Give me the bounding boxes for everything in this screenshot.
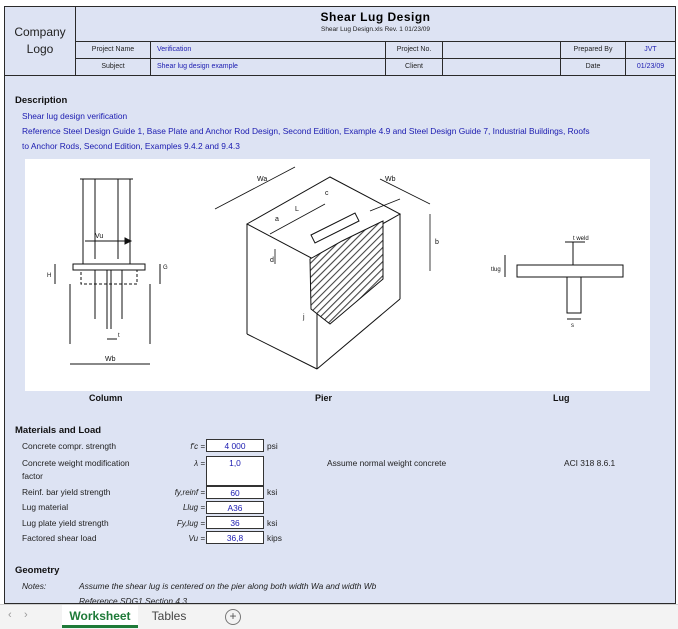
unit-ksi-2: ksi	[267, 518, 278, 528]
description-line1: Shear lug design verification	[22, 111, 128, 121]
lug-view	[504, 241, 624, 320]
unit-psi: psi	[267, 441, 278, 451]
date-label: Date	[561, 59, 626, 75]
materials-heading: Materials and Load	[15, 425, 102, 436]
label-a: a	[275, 216, 279, 223]
label-wa: Wa	[257, 176, 267, 183]
symbol-vu: Vu =	[188, 534, 205, 543]
date-value[interactable]: 01/23/09	[636, 63, 665, 70]
sheet-title: Shear Lug Design	[320, 10, 431, 24]
sheet-tab-bar: ‹ › Worksheet Tables +	[0, 604, 678, 629]
title-cell: Shear Lug Design Shear Lug Design.xls Re…	[76, 7, 675, 42]
header-block: Company Logo Shear Lug Design Shear Lug …	[5, 7, 675, 76]
worksheet-page: Company Logo Shear Lug Design Shear Lug …	[4, 6, 676, 604]
subject-label: Subject	[76, 59, 151, 75]
company-logo: Company Logo	[5, 7, 76, 75]
geometry-note2: Reference SDG1 Section 4.3	[79, 596, 188, 604]
input-lug-material[interactable]: A36	[206, 501, 264, 514]
label-tweld: t weld	[573, 236, 589, 242]
symbol-fy-lug: Fy,lug =	[176, 519, 205, 528]
shear-lug-figure: Vu Wb H G t	[25, 159, 650, 391]
column-view	[54, 178, 161, 365]
input-factored-shear[interactable]: 36,8	[206, 531, 264, 544]
label-weight-factor: Concrete weight modification	[22, 458, 130, 468]
shear-lug-drawing: Vu Wb H G t	[47, 166, 624, 370]
symbol-fc: f'c =	[190, 442, 205, 451]
unit-ksi-1: ksi	[267, 487, 278, 497]
label-j: j	[302, 314, 305, 321]
sheet-subtitle: Shear Lug Design.xls Rev. 1 01/23/09	[320, 26, 430, 33]
label-wb-col: Wb	[105, 356, 116, 363]
add-sheet-icon[interactable]: +	[225, 609, 241, 625]
label-reinf-yield: Reinf. bar yield strength	[22, 487, 111, 497]
input-weight-factor[interactable]: 1,0	[206, 456, 264, 486]
project-no-label: Project No.	[386, 42, 443, 58]
description-line2: Reference Steel Design Guide 1, Base Pla…	[22, 126, 590, 136]
label-c: c	[325, 190, 329, 197]
label-h: H	[47, 273, 51, 279]
project-no-value[interactable]	[443, 42, 561, 58]
symbol-lambda: λ =	[194, 459, 205, 468]
caption-column: Column	[89, 393, 123, 403]
note-normal-weight: Assume normal weight concrete	[327, 458, 447, 468]
description-heading: Description	[15, 95, 68, 106]
pier-dims	[214, 166, 431, 271]
input-lug-yield[interactable]: 36	[206, 516, 264, 529]
caption-pier: Pier	[315, 393, 333, 403]
ref-aci: ACI 318 8.6.1	[564, 458, 616, 468]
description-line3: to Anchor Rods, Second Edition, Examples…	[22, 141, 240, 151]
caption-lug: Lug	[553, 393, 570, 403]
label-s: s	[571, 323, 574, 329]
tab-worksheet[interactable]: Worksheet	[62, 605, 138, 628]
project-name-label: Project Name	[76, 42, 151, 58]
label-concrete-strength: Concrete compr. strength	[22, 441, 117, 451]
project-name-value[interactable]: Verification	[151, 42, 386, 58]
shear-lug-hatch	[309, 220, 384, 325]
logo-line1: Company	[14, 25, 66, 39]
label-t: t	[118, 333, 120, 339]
label-lug-material: Lug material	[22, 502, 69, 512]
unit-kips: kips	[267, 533, 282, 543]
subject-value[interactable]: Shear lug design example	[151, 59, 386, 75]
label-tlug: tlug	[491, 267, 501, 273]
label-wb: Wb	[385, 176, 396, 183]
label-l: L	[295, 206, 299, 213]
header-row-1: Project Name Verification Project No. Pr…	[76, 42, 675, 59]
prepared-by-value[interactable]: JVT	[644, 46, 657, 53]
symbol-llug: Llug =	[182, 503, 205, 512]
input-concrete-strength[interactable]: 4 000	[206, 439, 264, 452]
input-reinf-yield[interactable]: 60	[206, 486, 264, 499]
label-d: d	[270, 257, 274, 264]
geometry-note1: Assume the shear lug is centered on the …	[79, 581, 377, 591]
header-row-2: Subject Shear lug design example Client …	[76, 59, 675, 75]
prepared-by-label: Prepared By	[561, 42, 626, 58]
label-vu: Vu	[95, 233, 103, 240]
label-weight-factor-2: factor	[22, 471, 43, 481]
label-b: b	[435, 239, 439, 246]
label-lug-yield: Lug plate yield strength	[22, 518, 109, 528]
client-value[interactable]	[443, 59, 561, 75]
label-g: G	[163, 265, 168, 271]
notes-label: Notes:	[22, 581, 47, 591]
symbol-fy-reinf: fy,reinf =	[174, 488, 205, 497]
next-sheet-icon[interactable]: ›	[24, 609, 28, 621]
geometry-heading: Geometry	[15, 565, 60, 576]
prev-sheet-icon[interactable]: ‹	[8, 609, 12, 621]
tab-tables[interactable]: Tables	[151, 609, 187, 623]
logo-line2: Logo	[26, 42, 54, 56]
label-factored-shear: Factored shear load	[22, 533, 97, 543]
client-label: Client	[386, 59, 443, 75]
